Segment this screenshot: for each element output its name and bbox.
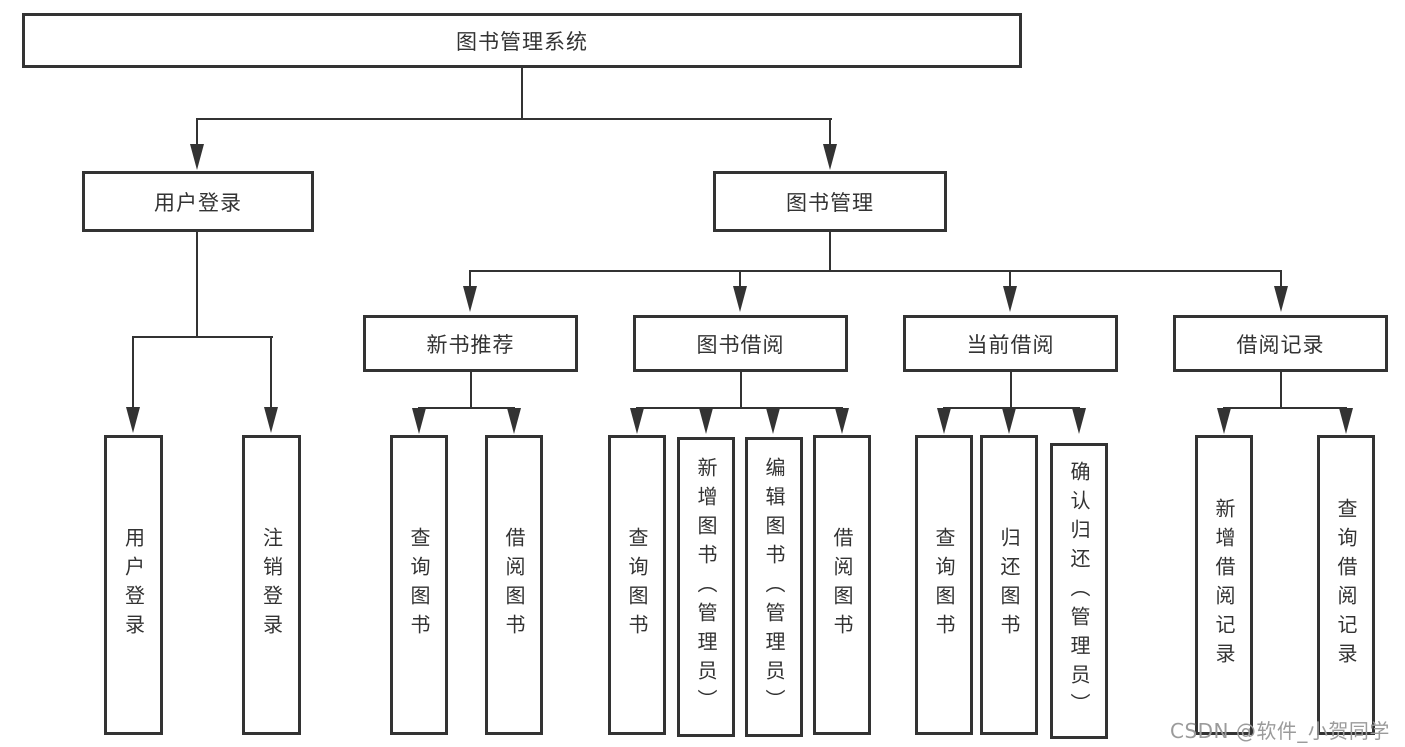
node-label: 图书管理系统 [456, 29, 588, 54]
leaf-return-book: 归还图书 [980, 435, 1038, 735]
connector-line [1280, 371, 1282, 409]
node-label: 查询图书 [932, 527, 956, 643]
connector-line [1009, 270, 1011, 290]
node-label: 确认归还（管理员） [1067, 460, 1091, 722]
leaf-add-book-admin: 新增图书（管理员） [677, 437, 735, 737]
node-label: 图书借阅 [696, 332, 785, 357]
connector-arrow-down-icon [1217, 408, 1231, 434]
node-label: 用户登录 [121, 527, 146, 643]
connector-line [469, 270, 471, 290]
connector-arrow-down-icon [1002, 408, 1016, 434]
node-library-management-system: 图书管理系统 [22, 13, 1022, 68]
connector-arrow-down-icon [699, 408, 713, 434]
node-label: 借阅记录 [1236, 332, 1325, 357]
connector-arrow-down-icon [823, 144, 837, 170]
node-label: 借阅图书 [502, 527, 526, 643]
node-label: 新增借阅记录 [1212, 498, 1236, 672]
node-label: 查询借阅记录 [1334, 498, 1358, 672]
connector-arrow-down-icon [766, 408, 780, 434]
node-user-login: 用户登录 [82, 171, 314, 232]
node-label: 用户登录 [154, 190, 242, 215]
connector-arrow-down-icon [1339, 408, 1353, 434]
leaf-edit-book-admin: 编辑图书（管理员） [745, 437, 803, 737]
connector-line [132, 336, 134, 410]
leaf-borrow-books: 借阅图书 [813, 435, 871, 735]
connector-arrow-down-icon [1072, 408, 1086, 434]
connector-line [1280, 270, 1282, 290]
node-label: 当前借阅 [966, 332, 1055, 357]
node-label: 新书推荐 [426, 332, 515, 357]
connector-line [1223, 407, 1347, 409]
connector-line [829, 118, 831, 148]
connector-line [418, 407, 515, 409]
node-label: 查询图书 [407, 527, 431, 643]
connector-line [739, 270, 741, 290]
connector-arrow-down-icon [264, 407, 278, 433]
node-label: 归还图书 [997, 527, 1021, 643]
node-book-borrowing: 图书借阅 [633, 315, 848, 372]
node-label: 注销登录 [259, 527, 284, 643]
connector-arrow-down-icon [412, 408, 426, 434]
connector-line [521, 67, 523, 120]
connector-arrow-down-icon [463, 286, 477, 312]
connector-line [196, 118, 198, 148]
leaf-logout: 注销登录 [242, 435, 301, 735]
connector-line [132, 336, 273, 338]
connector-line [636, 407, 843, 409]
leaf-confirm-return-admin: 确认归还（管理员） [1050, 443, 1108, 739]
node-label: 编辑图书（管理员） [762, 456, 786, 718]
leaf-query-books-borrow: 查询图书 [608, 435, 666, 735]
node-label: 查询图书 [625, 527, 649, 643]
leaf-borrow-books-recommend: 借阅图书 [485, 435, 543, 735]
node-label: 图书管理 [786, 190, 874, 215]
connector-arrow-down-icon [937, 408, 951, 434]
connector-arrow-down-icon [1274, 286, 1288, 312]
leaf-query-borrow-record: 查询借阅记录 [1317, 435, 1375, 735]
connector-arrow-down-icon [126, 407, 140, 433]
connector-arrow-down-icon [630, 408, 644, 434]
connector-arrow-down-icon [1003, 286, 1017, 312]
leaf-query-books-recommend: 查询图书 [390, 435, 448, 735]
node-label: 新增图书（管理员） [694, 456, 718, 718]
connector-line [270, 336, 272, 410]
connector-line [469, 270, 1282, 272]
connector-arrow-down-icon [835, 408, 849, 434]
connector-arrow-down-icon [733, 286, 747, 312]
connector-line [196, 118, 832, 120]
connector-arrow-down-icon [507, 408, 521, 434]
leaf-user-login: 用户登录 [104, 435, 163, 735]
csdn-watermark: CSDN @软件_小贺同学 [1170, 719, 1390, 743]
node-new-book-recommend: 新书推荐 [363, 315, 578, 372]
node-borrowing-records: 借阅记录 [1173, 315, 1388, 372]
node-book-management: 图书管理 [713, 171, 947, 232]
connector-line [196, 231, 198, 338]
connector-line [1010, 371, 1012, 409]
connector-line [470, 371, 472, 409]
node-label: 借阅图书 [830, 527, 854, 643]
connector-line [740, 371, 742, 409]
connector-line [829, 231, 831, 272]
leaf-add-borrow-record: 新增借阅记录 [1195, 435, 1253, 735]
connector-arrow-down-icon [190, 144, 204, 170]
leaf-query-books-current: 查询图书 [915, 435, 973, 735]
node-current-borrowing: 当前借阅 [903, 315, 1118, 372]
